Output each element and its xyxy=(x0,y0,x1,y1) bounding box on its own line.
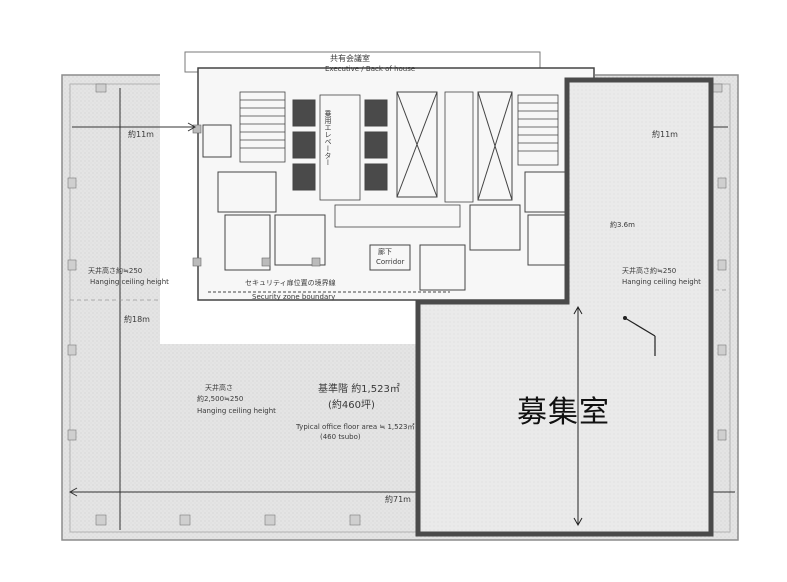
dim-bottom: 約71m xyxy=(385,495,411,504)
top-room-label: 共有会議室 xyxy=(330,54,370,63)
dim-left-depth: 約18m xyxy=(124,315,150,324)
corridor-label: 廊下 xyxy=(378,248,392,256)
dim-top-right: 約11m xyxy=(652,130,678,139)
standard-floor-sublabel: Typical office floor area ≒ 1,523㎡ xyxy=(296,423,415,431)
standard-floor-area: 約1,523㎡ xyxy=(351,384,400,395)
building-core xyxy=(192,67,595,301)
top-room-sublabel: Executive / Back of house xyxy=(325,65,416,73)
dim-top-left: 約11m xyxy=(128,130,154,139)
elevator-hall-label: 乗用エレベーター xyxy=(324,110,332,166)
dim-small-right: 約3.6m xyxy=(610,221,635,229)
shaft-x-left xyxy=(396,91,438,198)
shaft-x-right xyxy=(477,91,513,201)
elevator-bank-left xyxy=(292,99,316,191)
security-label: セキュリティ扉位置の境界線 xyxy=(245,279,336,287)
corridor-sublabel: Corridor xyxy=(376,258,405,266)
elevator-bank-right xyxy=(364,99,388,191)
standard-floor-name: 基準階 xyxy=(318,384,348,395)
right-ceiling-label: 天井高さ約≒250 xyxy=(622,267,677,275)
left-lower-label: 天井高さ xyxy=(205,384,233,392)
vacancy-area[interactable] xyxy=(415,77,714,537)
left-lower-sublabel: Hanging ceiling height xyxy=(197,407,276,415)
left-lower-label2: 約2,500≒250 xyxy=(197,395,244,403)
standard-floor-tsubo: (約460坪) xyxy=(328,400,375,411)
security-sublabel: Security zone boundary xyxy=(252,293,336,301)
right-ceiling-sublabel: Hanging ceiling height xyxy=(622,278,701,286)
standard-floor-label: 基準階 約1,523㎡ xyxy=(318,385,400,395)
left-ceiling-sublabel: Hanging ceiling height xyxy=(90,278,169,286)
vacancy-label[interactable]: 募集室 xyxy=(517,395,610,430)
left-ceiling-label: 天井高さ約≒250 xyxy=(88,267,143,275)
standard-floor-sublabel2: (460 tsubo) xyxy=(320,433,361,441)
